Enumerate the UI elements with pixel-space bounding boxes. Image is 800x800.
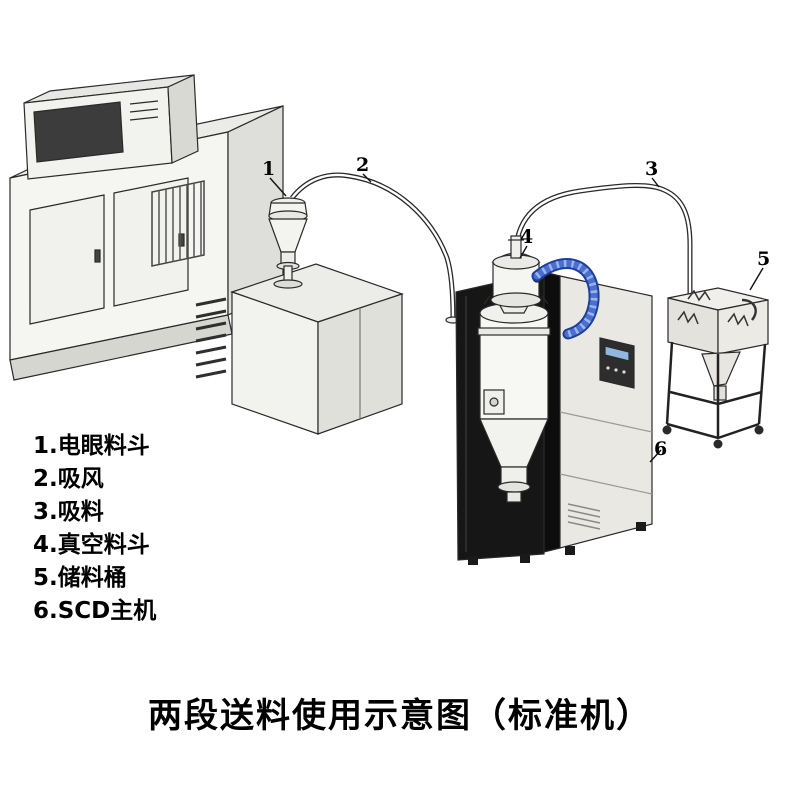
louver-slats <box>195 297 227 379</box>
callout-2: 2 <box>356 154 370 176</box>
dryer-vents <box>567 503 601 530</box>
vent-grill <box>151 180 205 267</box>
tank-funnel <box>701 351 741 387</box>
hopper-inlet-pipe <box>510 235 522 259</box>
injection-molding-machine <box>9 74 284 381</box>
material-suction-pipe <box>513 182 693 295</box>
dryer-feet <box>468 522 646 565</box>
clamp-band <box>477 327 551 336</box>
callout-4: 4 <box>520 226 534 248</box>
sight-glass <box>483 389 505 415</box>
suction-air-pipe <box>290 172 461 324</box>
tank-casters <box>662 425 764 449</box>
legend-item-6: 6.SCD主机 <box>33 598 157 624</box>
material-box <box>230 263 404 435</box>
flexible-hose <box>531 258 600 340</box>
callout-5: 5 <box>757 248 771 270</box>
legend-item-3: 3.吸料 <box>33 499 104 525</box>
callout-3: 3 <box>645 158 659 180</box>
tank-stand <box>665 341 767 440</box>
console-screen <box>33 101 124 163</box>
dryer-control-panel <box>599 337 635 389</box>
drying-hopper <box>477 302 551 503</box>
door-handle <box>178 233 185 247</box>
legend: 1.电眼料斗 2.吸风 3.吸料 4.真空料斗 5.储料桶 6.SCD主机 <box>33 430 156 628</box>
callout-6: 6 <box>654 438 668 460</box>
door-handle <box>94 249 101 263</box>
legend-item-2: 2.吸风 <box>33 466 104 492</box>
dryer-side-panel <box>559 275 653 549</box>
legend-item-1: 1.电眼料斗 <box>33 433 150 459</box>
tank-symbols <box>677 289 757 327</box>
machine-console <box>23 74 199 180</box>
diagram-title: 两段送料使用示意图（标准机） <box>148 696 652 736</box>
legend-item-5: 5.储料桶 <box>33 565 127 591</box>
leader-lines <box>269 173 764 463</box>
photo-eye-hopper <box>268 197 308 289</box>
storage-tank <box>662 287 769 449</box>
legend-item-4: 4.真空料斗 <box>33 532 150 558</box>
callout-1: 1 <box>262 158 276 180</box>
